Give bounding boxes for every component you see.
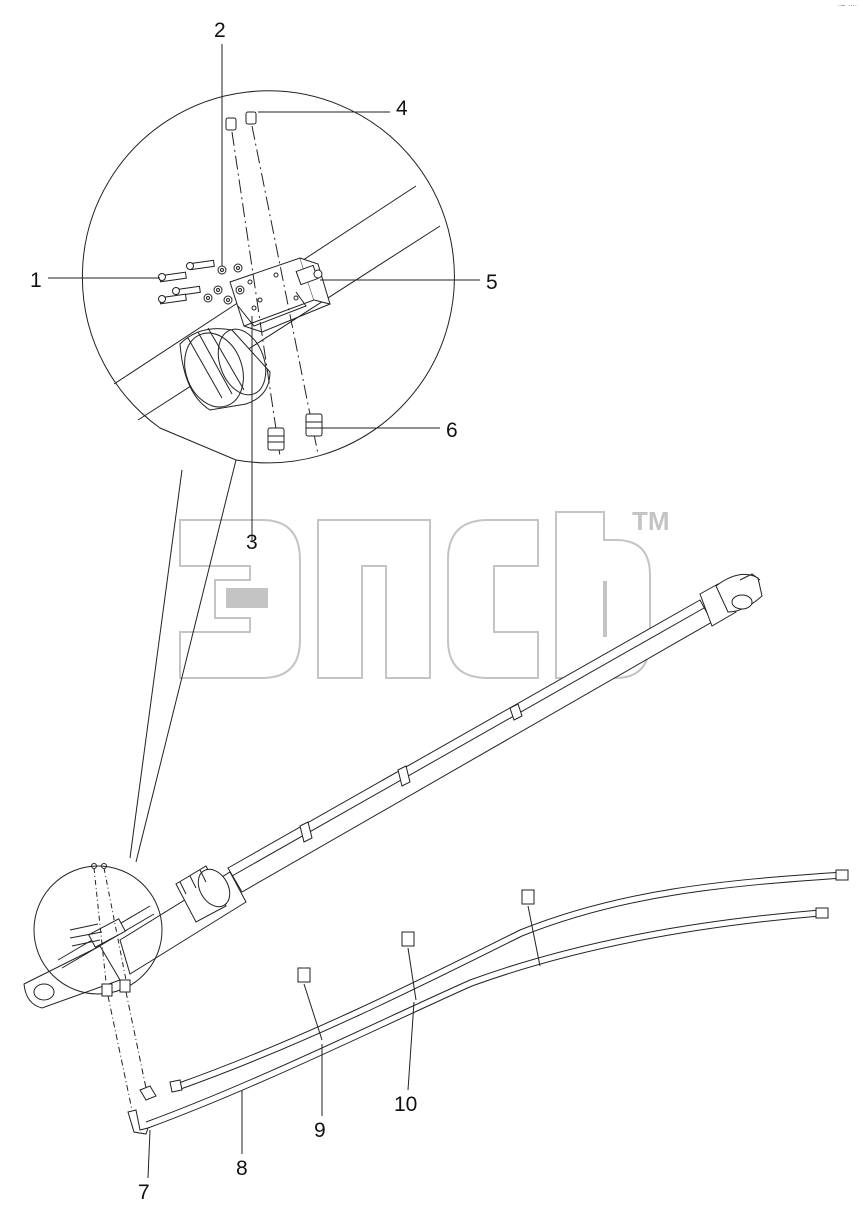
callout-leaders	[48, 44, 480, 1179]
callout-10: 10	[394, 1093, 418, 1116]
hose-clamp-bracket	[397, 765, 411, 787]
callout-4: 4	[396, 97, 408, 120]
callout-8: 8	[236, 1157, 248, 1180]
hose-lower	[145, 909, 821, 1123]
hose-clamp-bracket	[509, 703, 523, 721]
hose-clamp	[401, 931, 415, 947]
small-detail-circle	[33, 863, 163, 997]
elbow-fitting	[127, 1109, 149, 1135]
adapter-fitting	[267, 427, 285, 451]
callout-5: 5	[486, 271, 498, 294]
hose-clamp-bracket	[299, 821, 313, 843]
detail-leader-left	[129, 469, 183, 859]
callout-9: 9	[314, 1119, 326, 1142]
callout-1: 1	[30, 269, 42, 292]
hose-clamp	[521, 889, 535, 905]
callout-7: 7	[138, 1181, 150, 1204]
hose-assemblies	[107, 869, 849, 1135]
elbow-fitting	[139, 1085, 157, 1101]
hose-clamp	[297, 967, 311, 983]
corner-mark: ·~ ····	[837, 2, 857, 10]
svg-text:TM: TM	[632, 506, 670, 536]
washers	[203, 263, 245, 305]
plug	[245, 111, 257, 125]
callout-3: 3	[246, 531, 258, 554]
plug	[225, 117, 237, 131]
adapter-fitting	[305, 413, 323, 437]
large-detail-circle	[81, 90, 455, 464]
hose-upper	[175, 871, 845, 1085]
callout-2: 2	[214, 19, 226, 42]
detail-leader-right	[135, 459, 237, 863]
callout-6: 6	[446, 419, 458, 442]
watermark-logo: TM	[179, 506, 670, 679]
hydraulic-cylinder	[23, 573, 763, 1009]
bolts	[158, 259, 215, 305]
